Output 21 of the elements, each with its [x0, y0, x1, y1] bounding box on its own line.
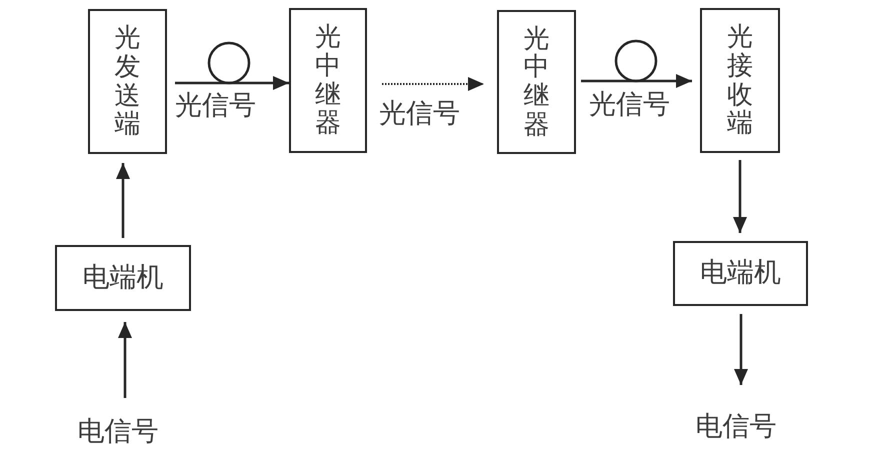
process-box: [289, 8, 367, 153]
arrow: [734, 314, 748, 385]
box-label: 光接收端: [727, 23, 753, 138]
arrow: [118, 322, 132, 398]
signal-label: 电信号: [696, 411, 776, 444]
process-box: [55, 245, 191, 311]
process-box: [673, 241, 808, 306]
arrow: [733, 160, 747, 233]
box-label: 光中继器: [315, 23, 341, 138]
box-label: 光中继器: [524, 24, 550, 140]
arrow: [116, 163, 130, 238]
box-label: 电端机: [700, 257, 781, 290]
signal-label: 电信号: [78, 416, 158, 448]
arrow: [175, 76, 289, 90]
box-label: 电端机: [82, 262, 164, 294]
process-box: [700, 8, 780, 153]
dotted-arrow: [382, 77, 484, 91]
process-box: [497, 10, 576, 154]
arrow: [581, 74, 692, 88]
process-box: [88, 9, 167, 154]
box-label: 光发送端: [114, 24, 140, 139]
